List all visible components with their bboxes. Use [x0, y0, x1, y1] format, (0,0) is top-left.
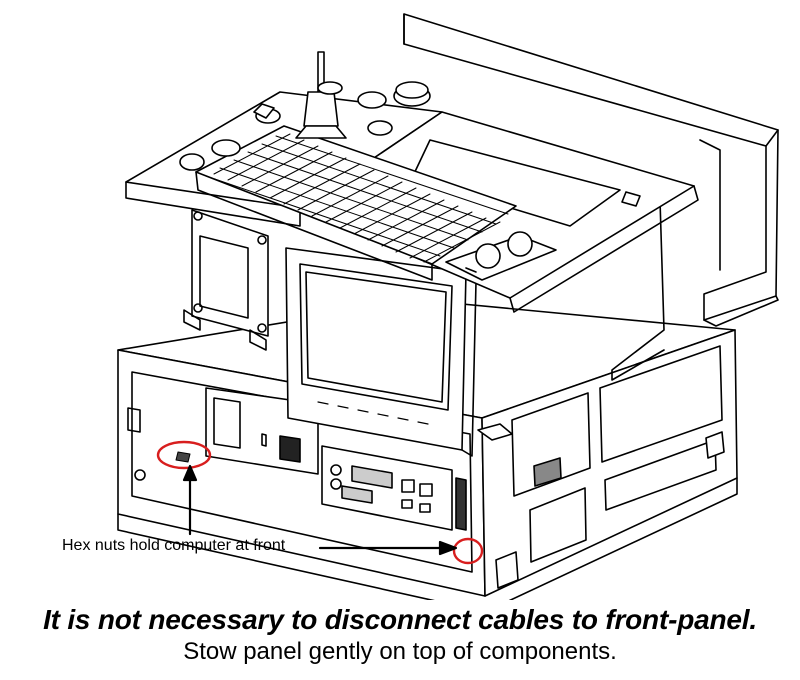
keyboard-keys	[205, 133, 509, 263]
equipment-line-drawing	[117, 13, 779, 600]
side-wing-panel	[403, 13, 779, 381]
transformer-box	[183, 209, 269, 351]
io-panel	[321, 445, 562, 531]
highlight-marks	[156, 440, 484, 565]
callout-arrows	[182, 464, 458, 556]
display-monitor	[285, 247, 513, 457]
caption-sub: Stow panel gently on top of components.	[183, 638, 617, 665]
callout-label: Hex nuts hold computer at front	[62, 537, 286, 554]
hex-nut-highlight-right	[452, 537, 484, 565]
hex-nut-highlight-left	[156, 440, 212, 470]
control-deck	[125, 91, 699, 313]
control-knobs	[179, 51, 431, 171]
caption-main: It is not necessary to disconnect cables…	[43, 604, 757, 635]
